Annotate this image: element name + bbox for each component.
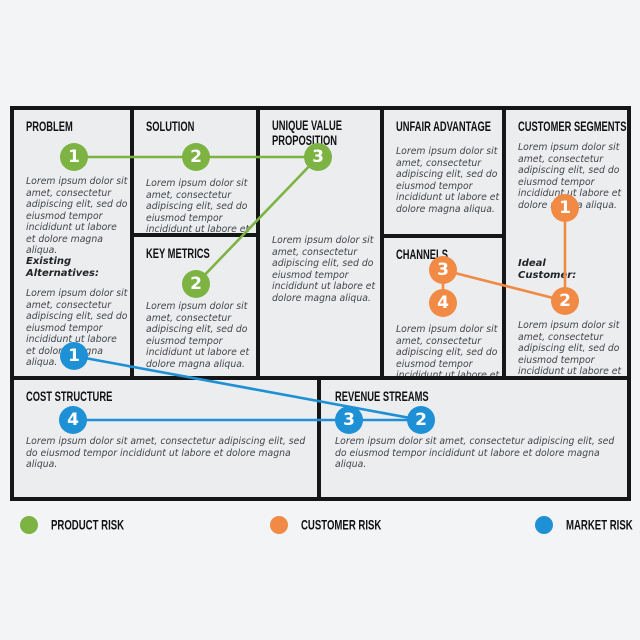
cost-structure-section: COST STRUCTURE Lorem ipsum dolor sit ame… bbox=[10, 376, 321, 501]
marker-blue-4: 4 bbox=[59, 406, 87, 434]
marker-blue-3: 3 bbox=[335, 406, 363, 434]
marker-green-1: 1 bbox=[60, 143, 88, 171]
ideal-customer-label: Ideal Customer: bbox=[518, 258, 577, 281]
marker-orange-4: 4 bbox=[429, 289, 457, 317]
marker-green-3: 3 bbox=[304, 143, 332, 171]
customer-segments-section: CUSTOMER SEGMENTS Lorem ipsum dolor sit … bbox=[502, 106, 631, 389]
marker-orange-1: 1 bbox=[551, 194, 579, 222]
marker-blue-2: 2 bbox=[407, 406, 435, 434]
unfair-advantage-body: Lorem ipsum dolor sit amet, consectetur … bbox=[396, 146, 500, 215]
marker-green-2: 2 bbox=[182, 143, 210, 171]
revenue-streams-section: REVENUE STREAMS Lorem ipsum dolor sit am… bbox=[317, 376, 631, 501]
product-risk-label: PRODUCT RISK bbox=[51, 516, 125, 534]
key-metrics-section: KEY METRICS Lorem ipsum dolor sit amet, … bbox=[130, 233, 260, 380]
solution-title: SOLUTION bbox=[146, 118, 195, 135]
legend: PRODUCT RISK CUSTOMER RISK MARKET RISK bbox=[0, 510, 640, 540]
marker-orange-2: 2 bbox=[551, 287, 579, 315]
key-metrics-body: Lorem ipsum dolor sit amet, consectetur … bbox=[146, 301, 250, 370]
customer-segments-title: CUSTOMER SEGMENTS bbox=[518, 118, 627, 135]
marker-green-2: 2 bbox=[182, 270, 210, 298]
problem-title: PROBLEM bbox=[26, 118, 73, 135]
problem-body: Lorem ipsum dolor sit amet, consectetur … bbox=[26, 176, 128, 257]
customer-risk-label: CUSTOMER RISK bbox=[301, 516, 382, 534]
cost-structure-body: Lorem ipsum dolor sit amet, consectetur … bbox=[26, 436, 306, 471]
market-risk-label: MARKET RISK bbox=[566, 516, 633, 534]
legend-item-product-risk: PRODUCT RISK bbox=[20, 512, 142, 538]
market-risk-dot-icon bbox=[535, 516, 553, 534]
key-metrics-title: KEY METRICS bbox=[146, 245, 210, 262]
customer-risk-dot-icon bbox=[270, 516, 288, 534]
solution-section: SOLUTION Lorem ipsum dolor sit amet, con… bbox=[130, 106, 260, 247]
unique-value-proposition-body: Lorem ipsum dolor sit amet, consectetur … bbox=[272, 235, 376, 304]
cost-structure-title: COST STRUCTURE bbox=[26, 388, 113, 405]
existing-alternatives-label: Existing Alternatives: bbox=[26, 256, 99, 279]
unfair-advantage-section: UNFAIR ADVANTAGE Lorem ipsum dolor sit a… bbox=[380, 106, 506, 238]
legend-item-market-risk: MARKET RISK bbox=[535, 512, 640, 538]
legend-item-customer-risk: CUSTOMER RISK bbox=[270, 512, 401, 538]
revenue-streams-body: Lorem ipsum dolor sit amet, consectetur … bbox=[335, 436, 615, 471]
marker-orange-3: 3 bbox=[429, 256, 457, 284]
unfair-advantage-title: UNFAIR ADVANTAGE bbox=[396, 118, 491, 135]
revenue-streams-title: REVENUE STREAMS bbox=[335, 388, 429, 405]
marker-blue-1: 1 bbox=[60, 342, 88, 370]
product-risk-dot-icon bbox=[20, 516, 38, 534]
